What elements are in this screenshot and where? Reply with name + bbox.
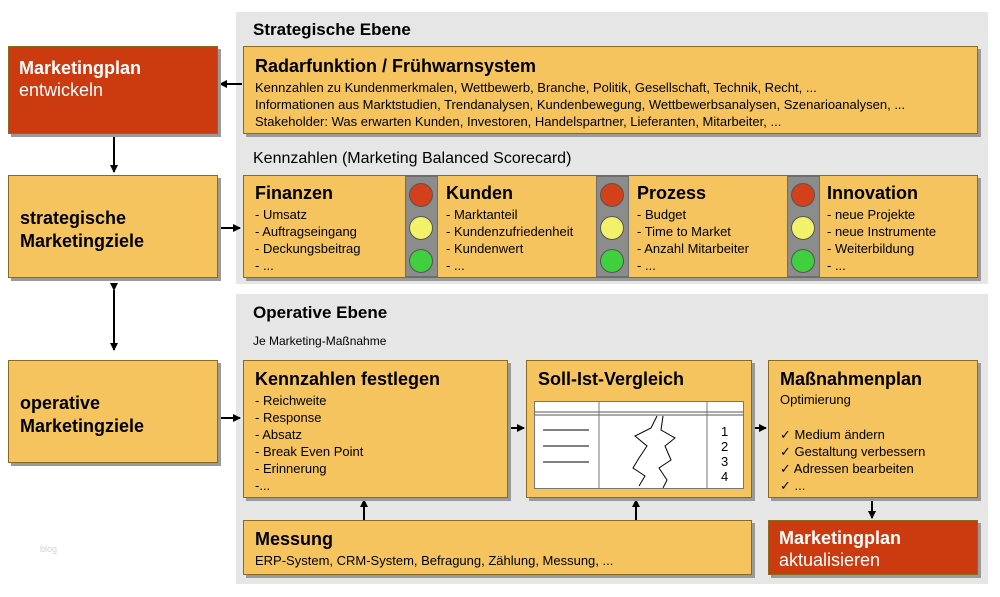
list-item: - Break Even Point [255, 444, 364, 459]
massnahmen-items: ✓ Medium ändern ✓ Gestaltung verbessern … [780, 426, 925, 494]
row-number: 4 [721, 469, 729, 484]
operative-heading: Operative Ebene [253, 303, 388, 322]
bsc-title-innovation: Innovation [827, 183, 918, 203]
traffic-light-icon [596, 176, 629, 277]
marketingplan-entwickeln-box: Marketingplan entwickeln [8, 46, 218, 134]
strategische-ziele-box: strategische Marketingziele [8, 175, 218, 278]
list-item: - Absatz [255, 427, 302, 442]
list-item: - Time to Market [637, 224, 731, 239]
green-light-icon [409, 249, 433, 273]
bsc-title-finanzen: Finanzen [255, 183, 334, 203]
red-light-icon [409, 183, 433, 207]
radar-box: Radarfunktion / Frühwarnsystem Kennzahle… [243, 46, 978, 134]
list-item: - Response [255, 410, 322, 425]
radar-lines: Kennzahlen zu Kundenmerkmalen, Wettbewer… [255, 79, 905, 130]
update-line2: aktualisieren [779, 550, 881, 570]
red-light-icon [600, 183, 624, 207]
bsc-items-kunden: - Marktanteil - Kundenzufriedenheit - Ku… [446, 206, 573, 274]
green-light-icon [791, 249, 815, 273]
row-number: 2 [721, 439, 729, 454]
list-item: - neue Projekte [827, 207, 916, 222]
list-item: - Kundenwert [446, 241, 524, 256]
oper-line1: operative [20, 393, 101, 413]
soll-ist-vergleich-box: Soll-Ist-Vergleich 1 2 3 4 [526, 360, 752, 498]
list-item: - Auftragseingang [255, 224, 357, 239]
row-number: 3 [721, 454, 729, 469]
massnahmen-sub: Optimierung [780, 392, 851, 407]
list-item: - Weiterbildung [827, 241, 915, 256]
massnahmen-title: Maßnahmenplan [780, 369, 923, 389]
list-item: - neue Instrumente [827, 224, 937, 239]
list-item: - Deckungsbeitrag [255, 241, 361, 256]
watermark: blog [40, 544, 58, 554]
strategic-heading: Strategische Ebene [253, 20, 411, 39]
radar-line: Stakeholder: Was erwarten Kunden, Invest… [255, 114, 782, 129]
list-item: - Reichweite [255, 393, 327, 408]
kennzahlen-festlegen-box: Kennzahlen festlegen - Reichweite - Resp… [243, 360, 508, 498]
operative-sub: Je Marketing-Maßnahme [253, 334, 387, 348]
list-item: -... [255, 478, 271, 493]
list-item: - Kundenzufriedenheit [446, 224, 574, 239]
yellow-light-icon [791, 216, 815, 240]
list-item: ✓ ... [780, 478, 806, 493]
list-item: - Budget [637, 207, 687, 222]
yellow-light-icon [600, 216, 624, 240]
list-item: ✓ Adressen bearbeiten [780, 461, 914, 476]
bsc-items-finanzen: - Umsatz - Auftragseingang - Deckungsbei… [255, 206, 361, 274]
list-item: - Umsatz [255, 207, 307, 222]
red-light-icon [791, 183, 815, 207]
bsc-title-prozess: Prozess [637, 183, 707, 203]
messung-text: ERP-System, CRM-System, Befragung, Zählu… [255, 553, 614, 568]
messung-title: Messung [255, 529, 334, 549]
traffic-light-icon [787, 176, 820, 277]
row-number: 1 [721, 424, 729, 439]
list-item: - ... [255, 258, 274, 273]
list-item: ✓ Medium ändern [780, 427, 885, 442]
strat-line2: Marketingziele [20, 231, 145, 251]
radar-title: Radarfunktion / Frühwarnsystem [255, 56, 537, 76]
list-item: - ... [827, 258, 846, 273]
list-item: ✓ Gestaltung verbessern [780, 444, 926, 459]
comparison-chart-icon [535, 402, 743, 488]
list-item: - Erinnerung [255, 461, 327, 476]
messung-box: Messung ERP-System, CRM-System, Befragun… [243, 520, 752, 575]
plan-line2: entwickeln [19, 80, 104, 100]
bsc-title-kunden: Kunden [446, 183, 513, 203]
bsc-heading: Kennzahlen (Marketing Balanced Scorecard… [253, 150, 572, 167]
kennzahlen-title: Kennzahlen festlegen [255, 369, 441, 389]
update-line1: Marketingplan [779, 528, 902, 548]
marketingplan-aktualisieren-box: Marketingplan aktualisieren [768, 520, 978, 575]
comparison-table-icon: 1 2 3 4 [534, 401, 744, 489]
strat-line1: strategische [20, 208, 127, 228]
bsc-items-prozess: - Budget - Time to Market - Anzahl Mitar… [637, 206, 749, 274]
kennzahlen-items: - Reichweite - Response - Absatz - Break… [255, 392, 363, 494]
radar-line: Kennzahlen zu Kundenmerkmalen, Wettbewer… [255, 80, 817, 95]
traffic-light-icon [405, 176, 438, 277]
massnahmenplan-box: Maßnahmenplan Optimierung ✓ Medium änder… [768, 360, 978, 498]
bsc-box: Finanzen - Umsatz - Auftragseingang - De… [243, 175, 978, 278]
list-item: - ... [446, 258, 465, 273]
green-light-icon [600, 249, 624, 273]
oper-line2: Marketingziele [20, 416, 145, 436]
bsc-items-innovation: - neue Projekte - neue Instrumente - Wei… [827, 206, 936, 274]
yellow-light-icon [409, 216, 433, 240]
sollist-numbers: 1 2 3 4 [721, 424, 728, 484]
list-item: - Marktanteil [446, 207, 518, 222]
radar-line: Informationen aus Marktstudien, Trendana… [255, 97, 906, 112]
plan-line1: Marketingplan [19, 58, 142, 78]
operative-ziele-box: operative Marketingziele [8, 360, 218, 463]
list-item: - ... [637, 258, 656, 273]
list-item: - Anzahl Mitarbeiter [637, 241, 749, 256]
sollist-title: Soll-Ist-Vergleich [538, 369, 685, 389]
